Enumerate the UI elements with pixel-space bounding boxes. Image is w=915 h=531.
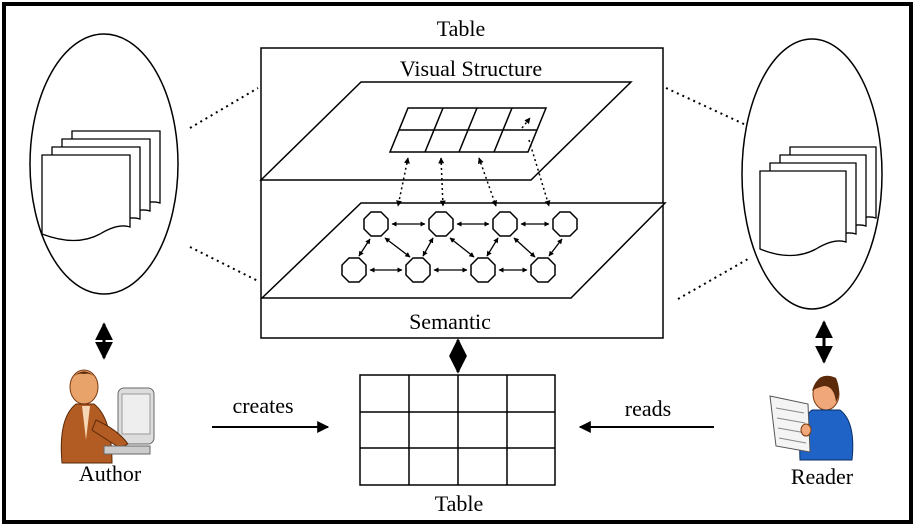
visual-structure-label: Visual Structure	[400, 56, 542, 81]
semantic-node	[341, 257, 367, 283]
semantic-nodes	[341, 211, 578, 283]
visual-structure-plane	[259, 81, 633, 181]
visual-semantic-links	[396, 117, 551, 207]
semantic-edges	[358, 221, 563, 273]
ellipse-box-connectors	[189, 87, 749, 300]
reader-label: Reader	[791, 464, 854, 489]
reader-documents-icon	[759, 146, 877, 257]
author-label: Author	[79, 461, 142, 486]
person-at-computer-icon	[60, 369, 155, 464]
semantic-node	[552, 211, 578, 237]
vertical-double-arrows	[95, 320, 833, 374]
creates-label: creates	[232, 393, 293, 418]
bottom-table	[359, 374, 556, 486]
semantic-node	[363, 211, 389, 237]
semantic-node	[492, 211, 518, 237]
table-top-label: Table	[437, 16, 486, 41]
outer-frame	[2, 2, 913, 524]
reads-label: reads	[625, 396, 671, 421]
semantic-node	[530, 257, 556, 283]
semantic-node	[428, 211, 454, 237]
semantic-node	[405, 257, 431, 283]
visual-table-grid	[388, 107, 548, 153]
semantic-node	[470, 257, 496, 283]
table-bottom-label: Table	[435, 491, 484, 516]
person-reading-newspaper-icon	[769, 375, 854, 461]
semantic-label: Semantic	[409, 309, 491, 334]
author-documents-icon	[41, 130, 161, 242]
